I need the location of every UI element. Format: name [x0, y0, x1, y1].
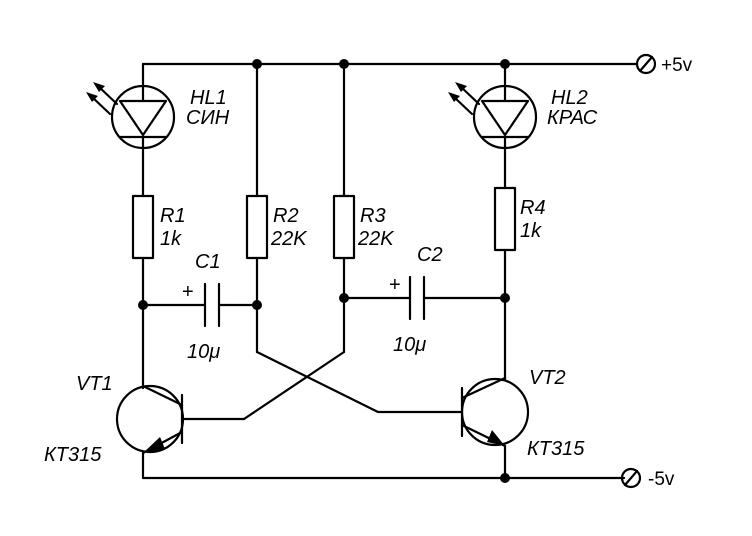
r3-column: [180, 62, 412, 421]
c2-value-label: 10μ: [393, 334, 426, 356]
hl1-led: [86, 82, 176, 150]
positive-terminal: [635, 53, 657, 75]
hl2-name-label: HL2: [551, 87, 588, 109]
hl1-color-label: СИН: [186, 107, 230, 129]
r1-value-label: 1k: [160, 228, 182, 250]
r4-resistor: [493, 186, 517, 252]
c1-plus-label: +: [182, 281, 194, 303]
r4-name-label: R4: [520, 197, 546, 219]
vt2-transistor: [460, 376, 530, 480]
hl2-led: [448, 82, 538, 150]
negative-supply-label: -5v: [648, 469, 675, 490]
junction-dots: [138, 59, 510, 483]
r2-value-label: 22K: [270, 228, 308, 250]
c2-capacitor: [408, 275, 507, 321]
r4-value-label: 1k: [520, 220, 542, 242]
vt2-name-label: VT2: [529, 367, 566, 389]
negative-terminal: [620, 467, 642, 489]
r3-value-label: 22K: [357, 228, 395, 250]
c2-name-label: C2: [417, 244, 443, 266]
c1-name-label: C1: [195, 251, 221, 273]
r2-name-label: R2: [273, 205, 299, 227]
vt1-transistor: [115, 384, 185, 480]
vt2-type-label: КТ315: [527, 438, 585, 460]
hl2-color-label: КРАС: [547, 107, 598, 129]
left-column-wires: [141, 62, 207, 390]
r3-name-label: R3: [360, 205, 386, 227]
r1-resistor: [131, 194, 155, 260]
c1-value-label: 10μ: [187, 341, 220, 363]
r1-name-label: R1: [160, 205, 186, 227]
positive-supply-label: +5v: [661, 55, 693, 76]
c2-plus-label: +: [389, 274, 401, 296]
vt1-type-label: КТ315: [44, 444, 102, 466]
hl1-name-label: HL1: [190, 87, 227, 109]
vt1-name-label: VT1: [76, 373, 113, 395]
c1-capacitor: [203, 282, 227, 328]
